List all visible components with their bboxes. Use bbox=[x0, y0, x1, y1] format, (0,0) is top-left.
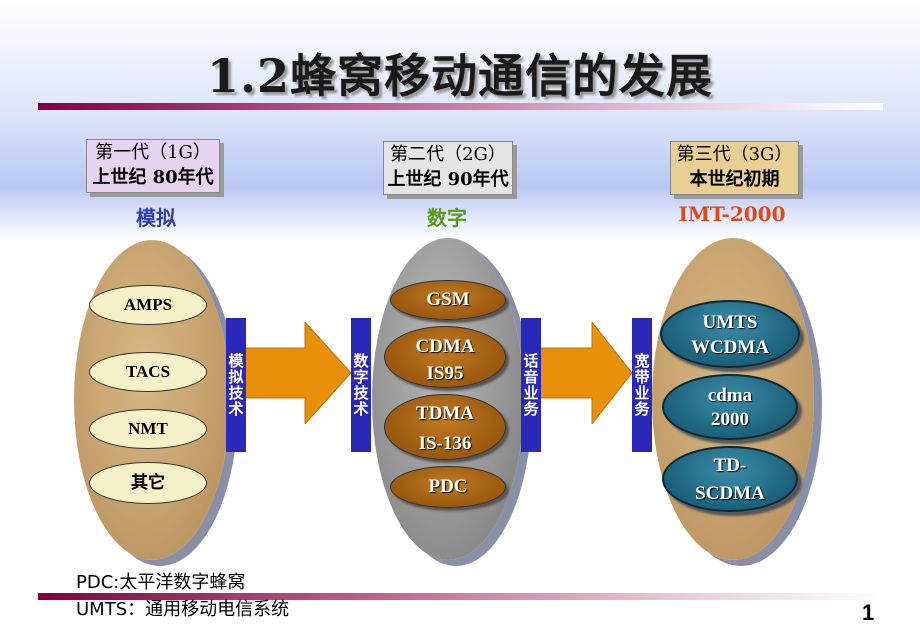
system-umts-wcdma: UMTS WCDMA bbox=[660, 300, 800, 368]
gen-2g-name: 第二代（2G） bbox=[390, 144, 506, 165]
slide-title: 1.2蜂窝移动通信的发展 bbox=[206, 49, 714, 103]
gen-2g-era: 上世纪 90年代 bbox=[387, 169, 509, 190]
gen-3g-name: 第三代（3G） bbox=[676, 144, 793, 165]
bar-broadband-service: 宽带业务 bbox=[632, 318, 652, 452]
system-cdma2000: cdma 2000 bbox=[662, 374, 798, 440]
footnote-pdc: PDC:太平洋数字蜂窝 bbox=[76, 572, 246, 593]
gen-1g-label: 模拟 bbox=[136, 206, 176, 230]
header-gradient bbox=[0, 0, 920, 240]
gen-1g-name: 第一代（1G） bbox=[95, 142, 211, 163]
title-divider bbox=[38, 103, 883, 110]
gen-2g-label: 数字 bbox=[427, 206, 467, 230]
arrow-1g-to-2g-icon bbox=[245, 322, 352, 424]
page-number: 1 bbox=[862, 600, 875, 625]
system-td-scdma: TD- SCDMA bbox=[662, 446, 798, 512]
gen-3g-era: 本世纪初期 bbox=[689, 169, 780, 190]
system-nmt: NMT bbox=[89, 409, 207, 449]
bar-digital-tech: 数字技术 bbox=[351, 318, 371, 452]
gen-3g-label: IMT-2000 bbox=[678, 202, 786, 226]
system-cdma-is95: CDMA IS95 bbox=[384, 326, 506, 388]
system-pdc: PDC bbox=[390, 466, 506, 508]
arrow-2g-to-3g-icon bbox=[540, 322, 633, 424]
system-tacs: TACS bbox=[89, 352, 207, 392]
gen-3g-box: 第三代（3G） 本世纪初期 bbox=[670, 141, 799, 195]
bar-analog-tech: 模拟技术 bbox=[226, 318, 246, 452]
system-tdma-is136: TDMA IS-136 bbox=[384, 394, 506, 460]
gen-1g-era: 上世纪 80年代 bbox=[92, 167, 214, 188]
footnote-umts: UMTS：通用移动电信系统 bbox=[76, 599, 290, 620]
bar-voice-service: 话音业务 bbox=[521, 318, 541, 452]
system-amps: AMPS bbox=[89, 285, 207, 325]
system-other: 其它 bbox=[89, 462, 207, 504]
system-gsm: GSM bbox=[390, 280, 506, 320]
gen-1g-box: 第一代（1G） 上世纪 80年代 bbox=[86, 139, 220, 193]
bottom-divider bbox=[38, 593, 883, 600]
gen-2g-box: 第二代（2G） 上世纪 90年代 bbox=[383, 141, 513, 195]
